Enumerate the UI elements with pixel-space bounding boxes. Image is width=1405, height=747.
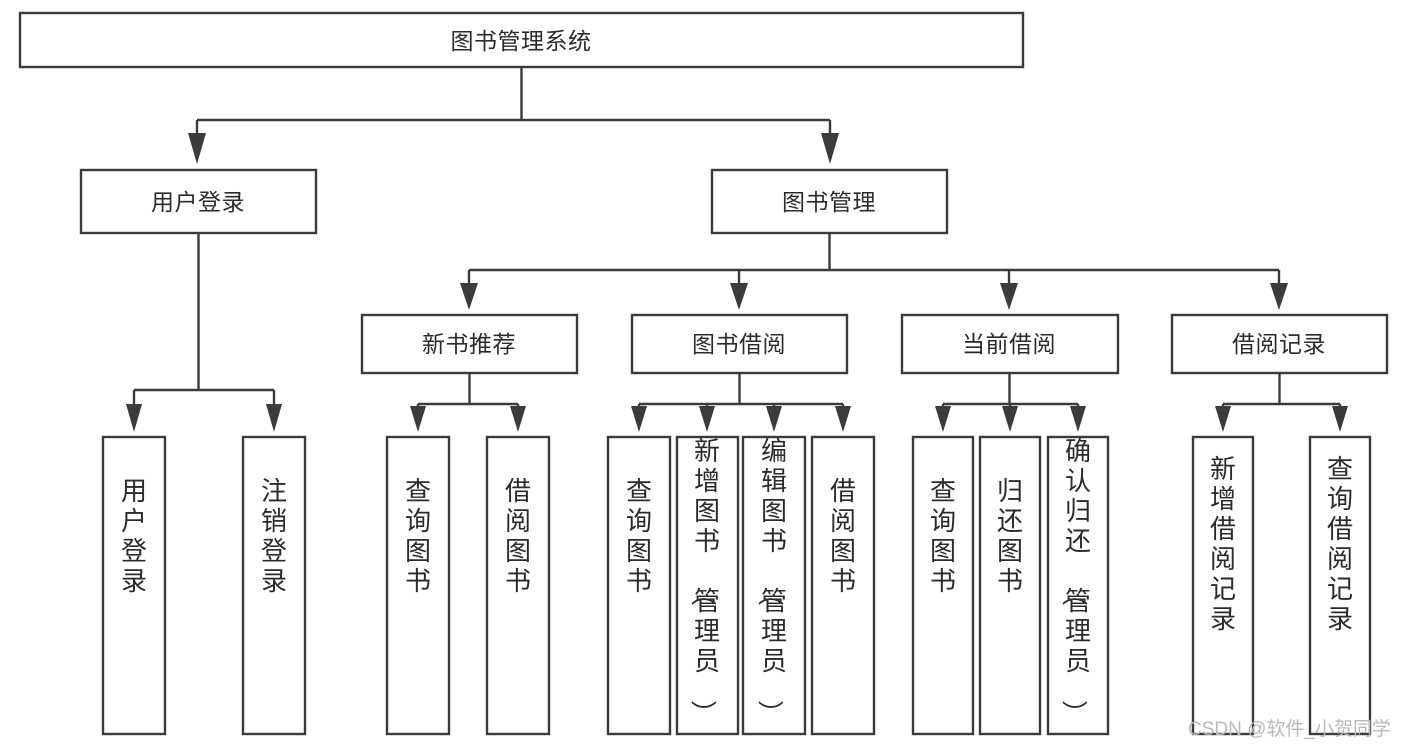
node-new-book-recommend-label: 新书推荐 (422, 331, 516, 357)
connector-bookborrow-to-leaves (631, 373, 851, 432)
node-leaf-add-book-label: 新增图书（管理员） (688, 436, 720, 726)
node-leaf-add-book[interactable]: 新增图书（管理员） (675, 435, 740, 736)
connector-userlogin-to-leaves (126, 233, 282, 432)
connector-curborrow-to-leaves (935, 373, 1086, 432)
node-book-borrow-label: 图书借阅 (692, 331, 786, 357)
node-leaf-edit-book-label: 编辑图书（管理员） (755, 436, 787, 726)
node-user-login-label: 用户登录 (151, 189, 245, 215)
node-leaf-query-record-label: 查询借阅记录 (1327, 454, 1353, 634)
node-borrow-record-label: 借阅记录 (1232, 331, 1326, 357)
node-current-borrow-label: 当前借阅 (962, 331, 1056, 357)
node-leaf-logout-label: 注销登录 (261, 476, 287, 596)
node-leaf-query-book-borrow-label: 查询图书 (626, 476, 652, 596)
connector-root-to-level2 (188, 67, 839, 164)
connector-bookmanage-to-level3 (460, 233, 1288, 310)
node-current-borrow[interactable]: 当前借阅 (900, 313, 1120, 375)
node-root-label: 图书管理系统 (451, 28, 592, 54)
connector-newbook-to-leaves (410, 373, 526, 432)
node-leaf-return-book[interactable]: 归还图书 (978, 435, 1042, 736)
node-leaf-logout[interactable]: 注销登录 (241, 435, 307, 736)
node-layer: 图书管理系统 用户登录 图书管理 新书推荐 图书借阅 (18, 11, 1389, 736)
node-leaf-borrow-book-rec[interactable]: 借阅图书 (485, 435, 551, 736)
node-leaf-confirm-return[interactable]: 确认归还（管理员） (1046, 435, 1110, 736)
csdn-watermark: CSDN @软件_小贺同学 (1188, 719, 1391, 740)
node-user-login[interactable]: 用户登录 (79, 168, 318, 235)
node-leaf-user-login-label: 用户登录 (121, 476, 147, 596)
connector-record-to-leaves (1215, 373, 1348, 432)
node-leaf-return-book-label: 归还图书 (997, 476, 1023, 596)
node-leaf-query-book-cur-label: 查询图书 (930, 476, 956, 596)
node-leaf-query-record[interactable]: 查询借阅记录 (1308, 435, 1372, 736)
node-leaf-borrow-book-rec-label: 借阅图书 (505, 476, 531, 596)
node-book-manage-label: 图书管理 (782, 189, 876, 215)
node-leaf-borrow-book-label: 借阅图书 (830, 476, 856, 596)
node-leaf-query-book-rec[interactable]: 查询图书 (385, 435, 451, 736)
node-leaf-query-book-cur[interactable]: 查询图书 (911, 435, 975, 736)
node-leaf-borrow-book[interactable]: 借阅图书 (810, 435, 876, 736)
node-leaf-query-book-borrow[interactable]: 查询图书 (606, 435, 672, 736)
node-leaf-query-book-rec-label: 查询图书 (405, 476, 431, 596)
node-book-borrow[interactable]: 图书借阅 (630, 313, 849, 375)
node-borrow-record[interactable]: 借阅记录 (1170, 313, 1389, 375)
node-book-manage[interactable]: 图书管理 (710, 168, 949, 235)
node-leaf-confirm-return-label: 确认归还（管理员） (1059, 436, 1091, 726)
node-new-book-recommend[interactable]: 新书推荐 (360, 313, 579, 375)
node-leaf-edit-book[interactable]: 编辑图书（管理员） (741, 435, 807, 736)
node-leaf-add-record-label: 新增借阅记录 (1210, 454, 1236, 634)
connector-layer (126, 67, 1348, 432)
node-leaf-user-login[interactable]: 用户登录 (101, 435, 167, 736)
node-leaf-add-record[interactable]: 新增借阅记录 (1191, 435, 1255, 736)
node-root[interactable]: 图书管理系统 (18, 11, 1025, 69)
